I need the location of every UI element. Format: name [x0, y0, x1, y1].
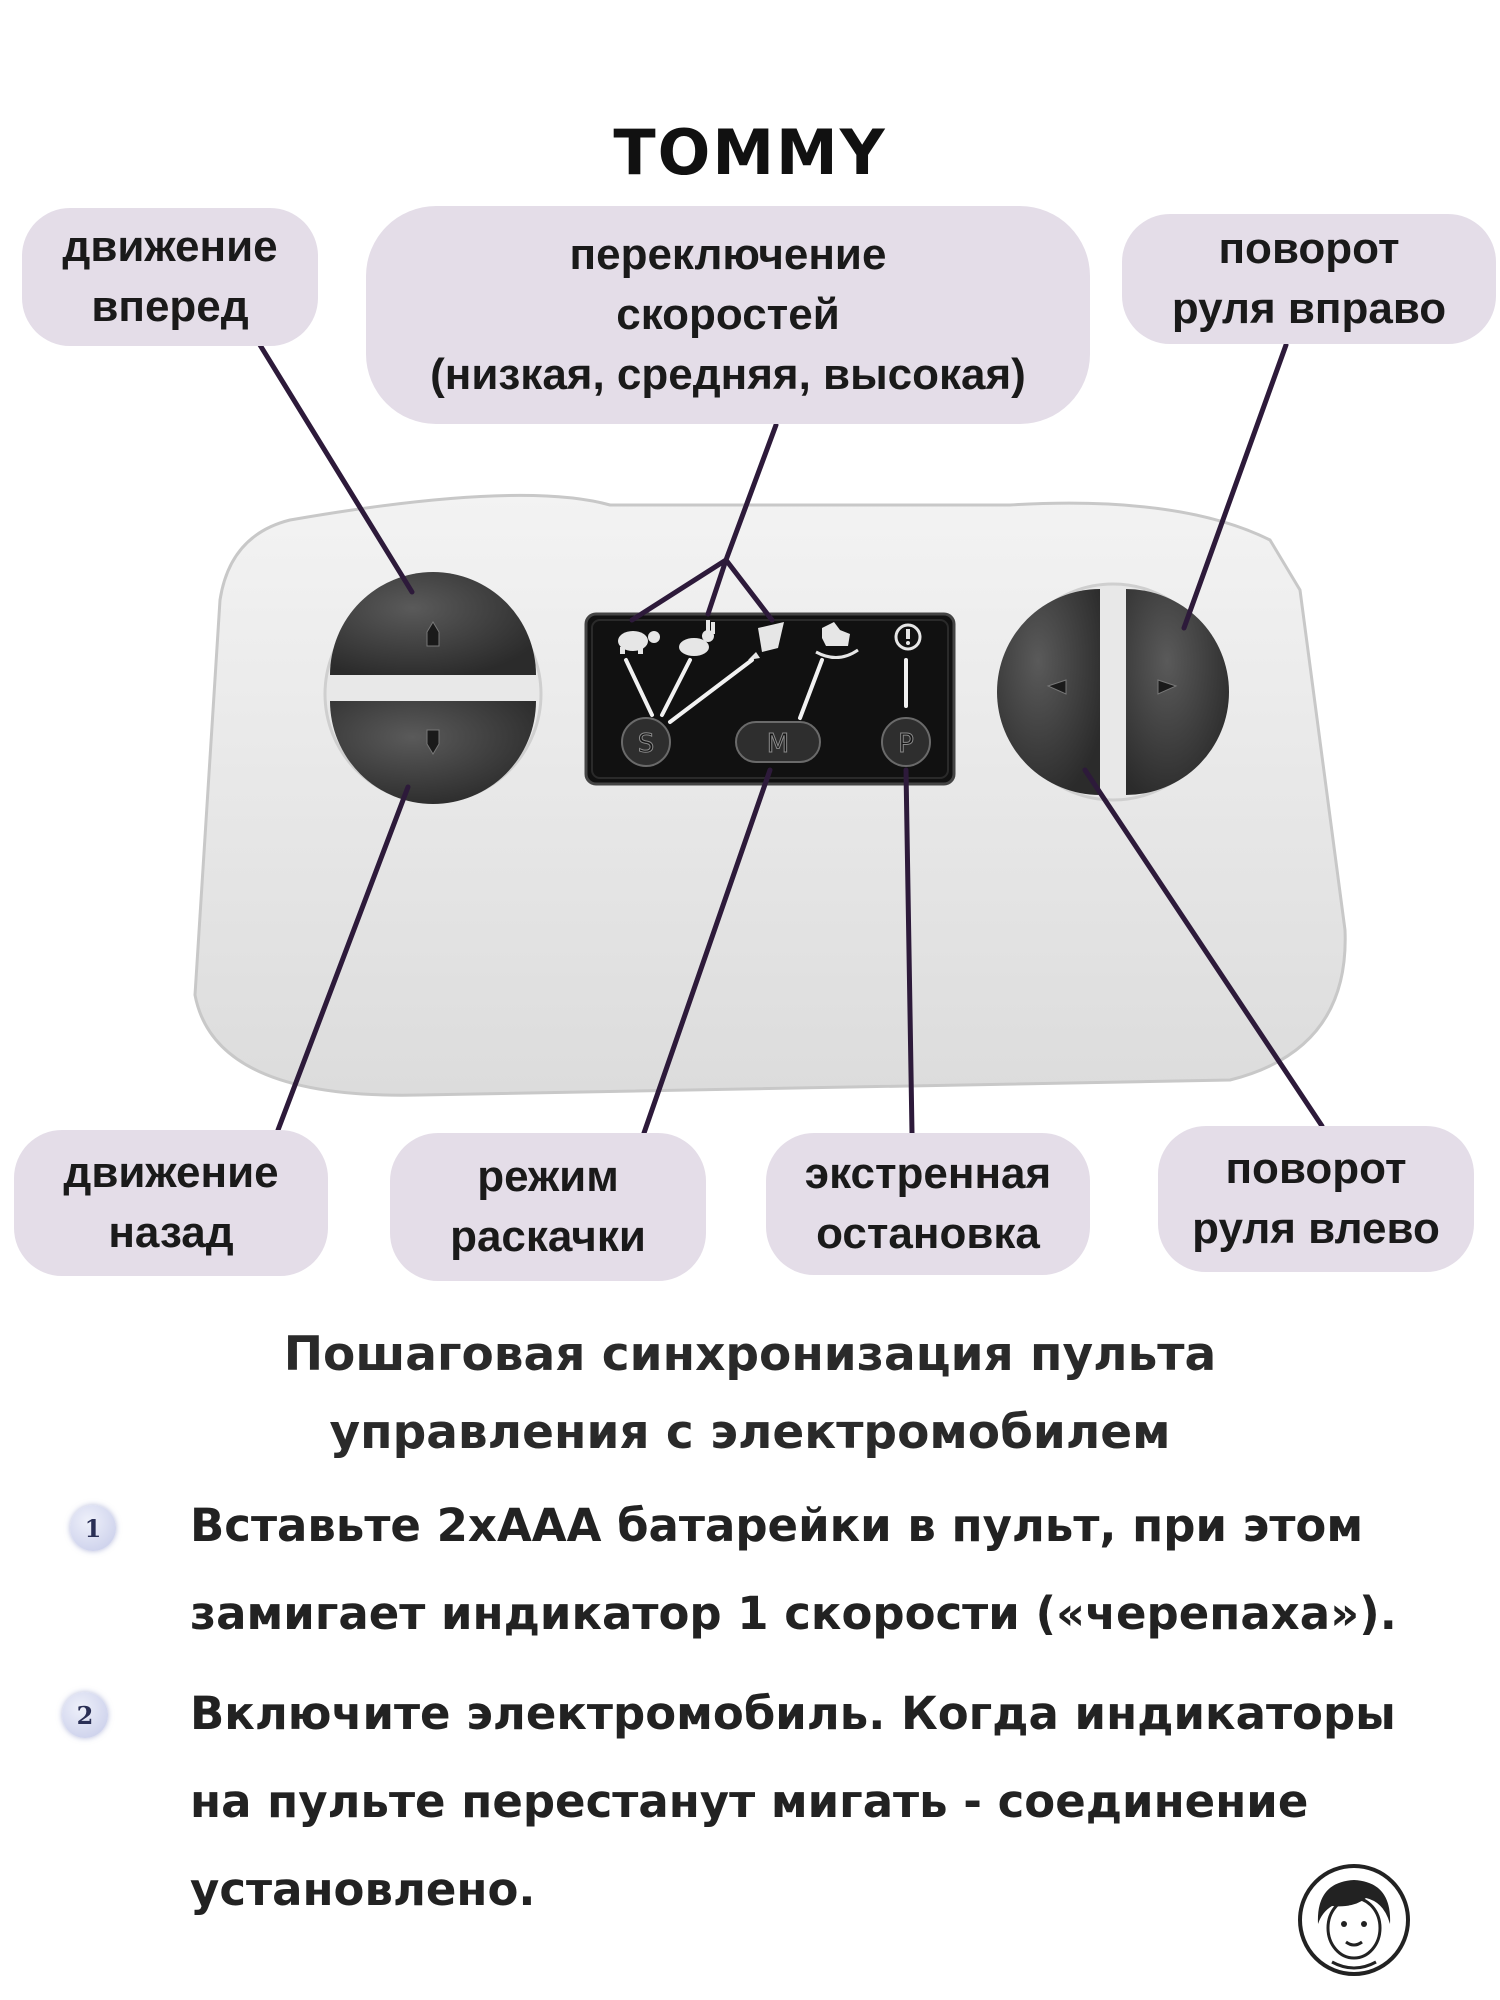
forward-backward-buttons[interactable]: [323, 572, 543, 804]
leader-lines: [257, 342, 1325, 1136]
leader-steer-left: [1082, 767, 1325, 1129]
label-speed-switch: переключение скоростей (низкая, средняя,…: [366, 206, 1090, 424]
label-steer-left: поворот руля влево: [1158, 1126, 1474, 1272]
step-2-badge: 2: [62, 1692, 108, 1738]
label-backward: движение назад: [14, 1130, 328, 1276]
remote-illustration: S M P: [193, 342, 1347, 1136]
leader-speed: [723, 422, 779, 563]
instructions-heading: Пошаговая синхронизация пульта управлени…: [283, 1327, 1217, 1460]
rocket-icon: [748, 622, 784, 660]
m-button[interactable]: M: [735, 721, 821, 763]
leader-speed-branch-3: [723, 557, 775, 623]
leader-swing: [641, 767, 773, 1136]
steer-right-button[interactable]: [1126, 589, 1229, 795]
leader-forward: [257, 342, 415, 595]
rabbit-icon: [679, 620, 715, 656]
label-emergency-stop: экстренная остановка: [766, 1133, 1090, 1275]
step-2-text: Включите электромобиль. Когда индикаторы…: [190, 1687, 1396, 1916]
p-button[interactable]: P: [881, 717, 931, 767]
alert-icon: [894, 623, 922, 651]
leader-speed-branch-2: [705, 557, 729, 617]
turtle-icon: [618, 631, 660, 654]
steering-buttons[interactable]: [997, 582, 1229, 802]
arrow-left-icon: [1046, 679, 1067, 695]
leader-emergency: [903, 767, 915, 1136]
svg-text:M: M: [767, 729, 789, 759]
leader-speed-branch-1: [629, 557, 729, 623]
s-button[interactable]: S: [621, 717, 671, 767]
leader-steer-right: [1181, 342, 1289, 631]
panel-connector-lines: [624, 658, 908, 724]
arrow-right-icon: [1157, 679, 1178, 695]
step-1-badge: 1: [70, 1505, 116, 1551]
leader-backward: [275, 784, 411, 1133]
steer-left-button[interactable]: [997, 589, 1100, 795]
remote-body: [193, 493, 1347, 1097]
label-steer-right: поворот руля вправо: [1122, 214, 1496, 344]
arrow-up-icon: [426, 621, 440, 647]
label-swing-mode: режим раскачки: [390, 1133, 706, 1281]
svg-text:S: S: [638, 729, 655, 759]
face-logo-icon: [1298, 1864, 1410, 1976]
step-1-text: Вставьте 2хААА батарейки в пульт, при эт…: [190, 1499, 1397, 1640]
arrow-down-icon: [426, 729, 440, 755]
rocking-horse-icon: [815, 622, 859, 659]
brand-logo: TOMMY: [613, 116, 887, 189]
svg-text:P: P: [898, 729, 914, 759]
label-forward: движение вперед: [22, 208, 318, 346]
